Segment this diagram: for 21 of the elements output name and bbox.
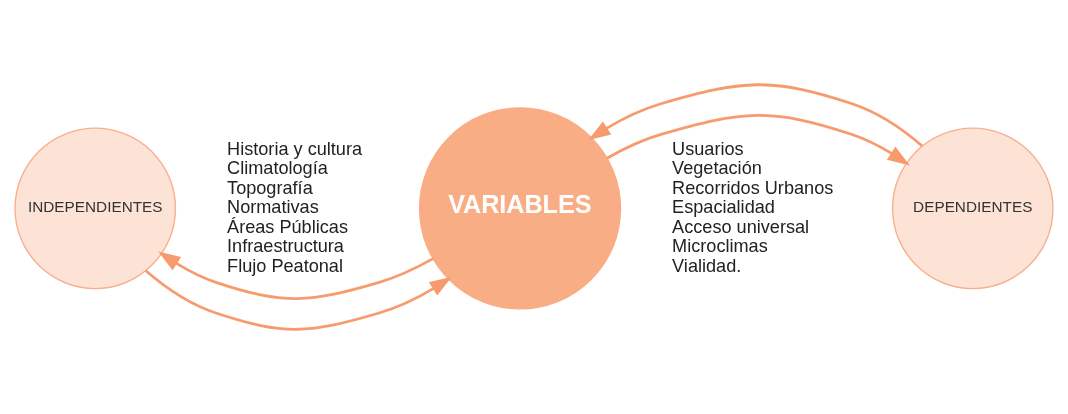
node-label: Climatología: [227, 158, 328, 179]
arrow: [588, 83, 924, 148]
node-circle: DEPENDIENTES: [891, 127, 1054, 290]
node-label: Usuarios: [672, 138, 744, 159]
node-label: Acceso universal: [672, 216, 810, 237]
node-label: Microclimas: [672, 236, 768, 257]
node-label: Infraestructura: [227, 236, 344, 257]
node-label: Vialidad.: [672, 255, 742, 276]
node-circle: VARIABLES: [418, 107, 622, 310]
arrow: [158, 251, 434, 300]
node-label: Flujo Peatonal: [227, 255, 343, 276]
node-label: Historia y cultura: [227, 138, 363, 159]
node-label: Áreas Públicas: [227, 216, 348, 237]
arrow: [144, 269, 452, 331]
arrow: [606, 114, 910, 166]
node-label: Vegetación: [672, 158, 762, 179]
node-label: Espacialidad: [672, 197, 775, 218]
node-label: Recorridos Urbanos: [672, 177, 834, 198]
node-label: Topografía: [227, 177, 313, 198]
node-label: Normativas: [227, 197, 319, 218]
node-circle: INDEPENDIENTES: [14, 127, 177, 290]
